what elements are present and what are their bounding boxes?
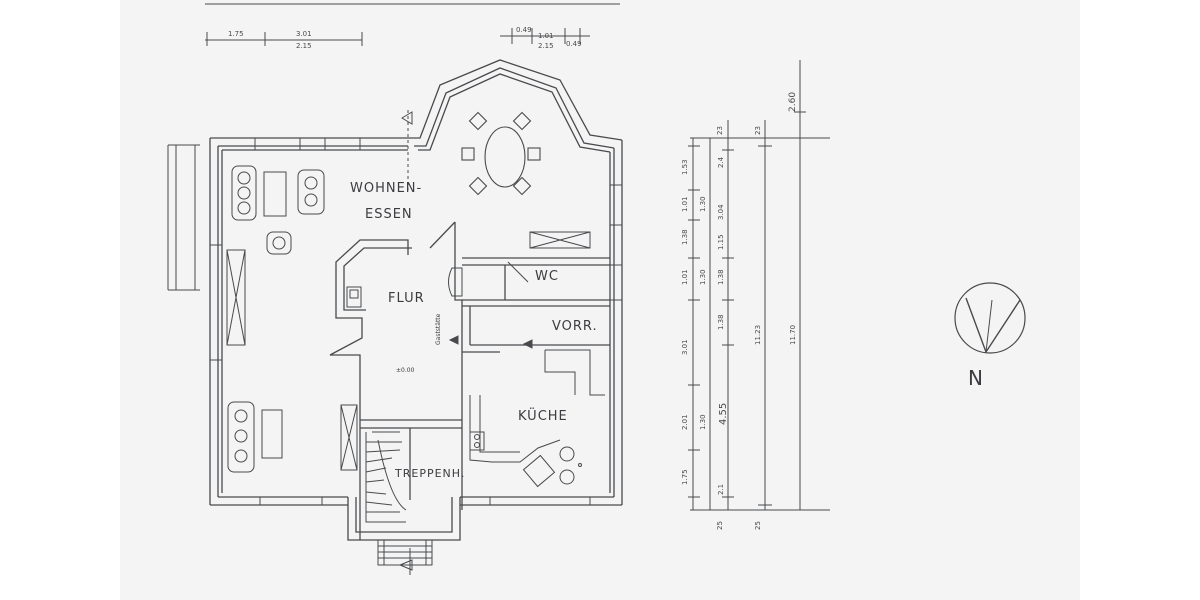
kitchen-counter [469, 349, 605, 488]
dim-top-2: 3.01 [296, 30, 312, 38]
vdim-3: 1.38 [681, 229, 689, 245]
cabinet [529, 231, 591, 249]
sofa-top-left [231, 165, 257, 221]
top-dimension-chain [205, 3, 620, 46]
vdim-long-a: 11.23 [754, 325, 762, 345]
label-side-note: Gaststätte [435, 313, 442, 345]
vdim-8: 1.30 [699, 196, 707, 212]
dim-top-7: 0.49 [566, 40, 582, 48]
armchair-small [266, 231, 292, 255]
label-wohnen: WOHNEN- [350, 181, 422, 196]
vdim-2: 1.01 [681, 196, 689, 212]
vdim-bottom-1: 25 [716, 521, 724, 530]
label-wc: WC [535, 269, 559, 284]
vdim-long-b: 11.70 [789, 325, 797, 345]
vdim-16: 4.55 [718, 403, 729, 425]
vdim-1: 1.53 [681, 159, 689, 175]
vdim-14: 1.38 [717, 269, 725, 285]
interior-walls [329, 221, 610, 540]
vdim-15: 1.38 [717, 314, 725, 330]
window-marks [210, 138, 622, 505]
staircase [365, 431, 407, 523]
label-essen: ESSEN [365, 207, 413, 222]
vdim-12: 3.04 [717, 204, 725, 220]
terrace [167, 144, 200, 291]
vdim-10: 1.30 [699, 414, 707, 430]
vdim-top-2: 23 [754, 126, 762, 135]
compass-label: N [968, 366, 984, 390]
vdim-4: 1.01 [681, 269, 689, 285]
north-compass [954, 282, 1026, 354]
vdim-top-1: 23 [716, 126, 724, 135]
label-treppenh: TREPPENH. [394, 467, 465, 480]
label-vorr: VORR. [552, 319, 598, 334]
vdim-5: 3.01 [681, 339, 689, 355]
vdim-corner: 2.60 [788, 92, 798, 112]
armchair-top-right [297, 169, 325, 215]
vdim-13: 1.15 [717, 234, 725, 250]
dining-table [461, 111, 541, 196]
dim-top-5: 2.15 [538, 42, 554, 50]
left-window-1 [226, 249, 246, 346]
vdim-bottom-2: 25 [754, 521, 762, 530]
vdim-7: 1.75 [681, 469, 689, 485]
left-window-2 [340, 404, 358, 471]
outer-walls [209, 59, 623, 541]
coffee-table-top [263, 171, 287, 217]
entrance-steps [377, 539, 433, 566]
dim-top-4: 1.01 [538, 32, 554, 40]
vdim-6: 2.01 [681, 414, 689, 430]
table-bottom-left [261, 409, 283, 459]
vdim-11: 2.4 [717, 156, 725, 168]
vdim-9: 1.30 [699, 269, 707, 285]
label-flur: FLUR [388, 291, 425, 306]
label-kueche: KÜCHE [518, 407, 568, 424]
vdim-17: 2.1 [717, 484, 725, 495]
vertical-dimension-chains [688, 60, 830, 511]
section-markers [398, 110, 533, 575]
label-level: ±0.00 [396, 367, 415, 374]
dim-top-6: 0.49 [516, 26, 532, 34]
sofa-bottom-left [227, 401, 255, 473]
wc-fixture [448, 261, 529, 297]
dim-top-1: 1.75 [228, 30, 244, 38]
dim-top-3: 2.15 [296, 42, 312, 50]
fireplace [346, 286, 362, 308]
